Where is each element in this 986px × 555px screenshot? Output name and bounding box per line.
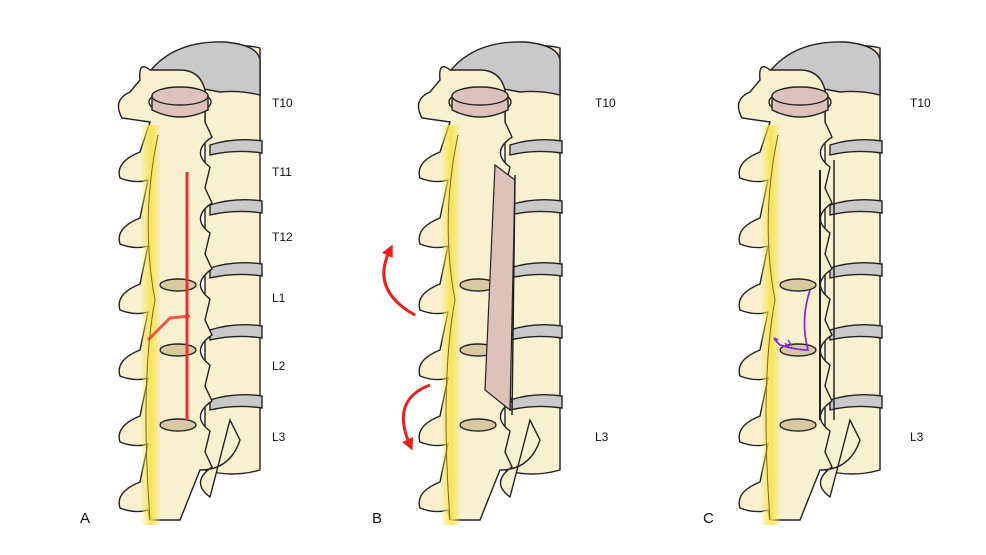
intervertebral-disc: [829, 138, 883, 156]
panel-label-a: A: [80, 510, 91, 527]
panel-label-b: B: [372, 510, 383, 527]
level-label-t10-b: T10: [595, 96, 616, 110]
interlaminar-space: [779, 418, 817, 432]
nerve-line: [445, 134, 459, 521]
spine-b: [381, 41, 563, 525]
red-arrow-down: [401, 383, 431, 451]
nerve-line: [145, 134, 159, 521]
intervertebral-disc: [509, 261, 563, 279]
exposed-dura: [484, 163, 516, 412]
level-label-l2-a: L2: [272, 359, 286, 373]
spine-a: [117, 41, 263, 525]
lateral-incision: [146, 314, 191, 342]
cut-edge: [511, 174, 516, 416]
interlaminar-space: [159, 343, 197, 357]
intervertebral-disc: [509, 323, 563, 341]
dura-top: [451, 86, 509, 106]
level-label-l3-c: L3: [910, 430, 924, 444]
level-label-t12-a: T12: [272, 230, 293, 244]
intervertebral-disc: [509, 138, 563, 156]
dura-top: [151, 86, 209, 106]
intervertebral-disc: [209, 198, 263, 216]
interlaminar-space: [159, 418, 197, 432]
level-label-t10-c: T10: [910, 96, 931, 110]
level-label-t10-a: T10: [272, 96, 293, 110]
intervertebral-disc: [209, 393, 263, 411]
level-label-l1-a: L1: [272, 291, 286, 305]
level-label-l3-a: L3: [272, 430, 286, 444]
intervertebral-disc: [509, 198, 563, 216]
intervertebral-disc: [209, 261, 263, 279]
intervertebral-disc: [829, 393, 883, 411]
intervertebral-disc: [209, 323, 263, 341]
intervertebral-disc: [509, 393, 563, 411]
red-arrow-up: [381, 244, 416, 317]
intervertebral-disc: [829, 323, 883, 341]
level-label-t11-a: T11: [272, 165, 292, 179]
panel-label-c: C: [703, 510, 714, 527]
suture: [773, 289, 811, 351]
spine-c: [737, 41, 883, 525]
interlaminar-space: [779, 278, 817, 292]
intervertebral-disc: [829, 261, 883, 279]
suture-knot: [784, 339, 793, 349]
dura-top: [771, 86, 829, 106]
interlaminar-space: [159, 278, 197, 292]
interlaminar-space: [459, 418, 497, 432]
intervertebral-disc: [209, 138, 263, 156]
nerve-line: [765, 134, 779, 521]
intervertebral-disc: [829, 198, 883, 216]
level-label-l3-b: L3: [595, 430, 609, 444]
